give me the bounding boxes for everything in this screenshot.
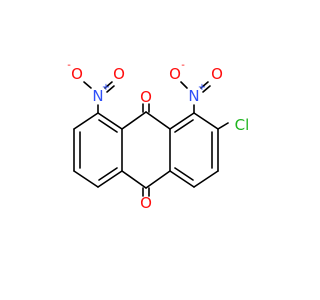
bond [217, 122, 229, 130]
bond [98, 119, 118, 133]
atom-n8: N [92, 87, 103, 105]
bond [121, 170, 147, 189]
bond [73, 170, 99, 188]
bond [174, 119, 194, 133]
charge-o1a: - [181, 60, 185, 71]
atom-labels: O O N + O - O N + O - O Cl [67, 60, 249, 212]
atom-o1b: O [211, 65, 223, 83]
charge-n1: + [198, 82, 206, 93]
atom-n1: N [188, 87, 199, 105]
atom-o8a: O [71, 65, 83, 83]
bond [145, 170, 171, 189]
atom-o10: O [140, 194, 152, 212]
atom-o1a: O [169, 65, 181, 83]
bond [83, 81, 92, 89]
molecule-structure: O O N + O - O N + O - O Cl [67, 60, 249, 212]
bond [121, 111, 147, 130]
bond [174, 167, 194, 181]
bond [104, 81, 113, 89]
structure-canvas: O O N + O - O N + O - O Cl [67, 60, 249, 212]
atom-cl: Cl [235, 116, 250, 134]
atom-o9: O [140, 88, 152, 106]
bond [200, 81, 209, 89]
bond [98, 167, 118, 181]
bonds [73, 81, 229, 197]
bond [73, 112, 99, 130]
bond [193, 112, 219, 130]
bond [193, 170, 219, 188]
bond [145, 111, 171, 130]
atom-o8b: O [113, 65, 125, 83]
bond [202, 85, 211, 93]
charge-n8: + [102, 82, 110, 93]
bond [169, 112, 195, 130]
bond [180, 81, 188, 89]
charge-o8a: - [67, 60, 71, 71]
bond [97, 170, 123, 188]
bond [106, 85, 115, 93]
bond [97, 112, 123, 130]
bond [169, 170, 195, 188]
